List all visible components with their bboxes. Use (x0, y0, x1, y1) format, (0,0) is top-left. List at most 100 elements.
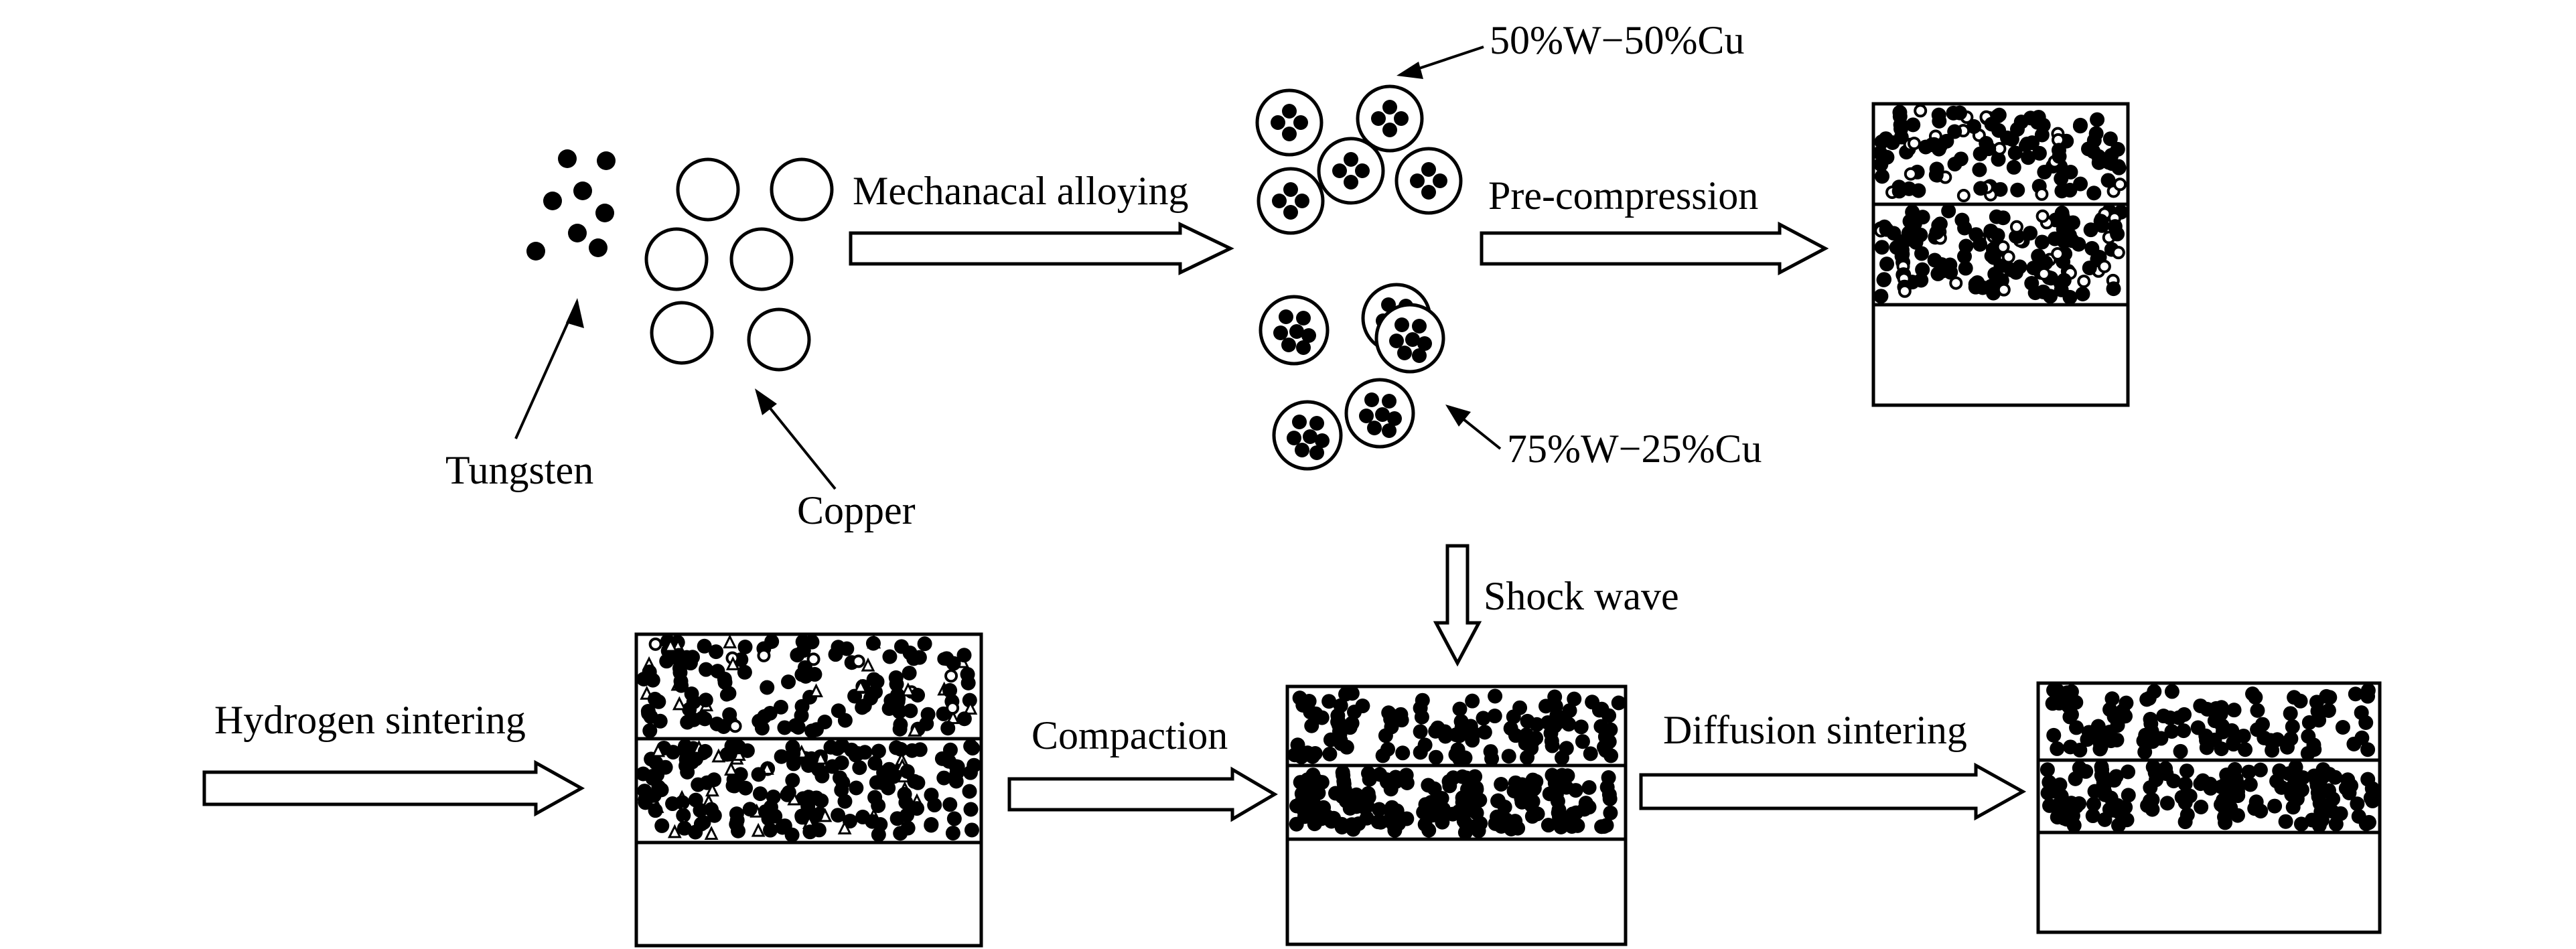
triangle-particle (861, 657, 875, 672)
tungsten-particle (1563, 810, 1578, 826)
tungsten-particle (1435, 814, 1450, 830)
tungsten-particle (1347, 818, 1362, 834)
tungsten-particle (691, 777, 706, 792)
copper-particle (770, 157, 834, 222)
tungsten-particle (1989, 209, 2004, 224)
tungsten-particle (1382, 394, 1397, 409)
tungsten-particle (1273, 325, 1288, 340)
tungsten-particle (1388, 774, 1404, 789)
tungsten-particle (1941, 204, 1956, 219)
tungsten-particle (781, 674, 796, 690)
tungsten-particle (1397, 346, 1412, 360)
tungsten-particle (1911, 183, 1926, 198)
tungsten-particle (757, 709, 772, 724)
tungsten-particle (1309, 416, 1324, 431)
tungsten-particle (865, 636, 881, 651)
tungsten-particle (2106, 281, 2121, 297)
tungsten-particle (589, 238, 607, 257)
powder-50-label: 50%W−50%Cu (1490, 18, 1744, 62)
tungsten-particle (2100, 173, 2116, 188)
tungsten-particle (1445, 806, 1460, 822)
tungsten-particle (2215, 724, 2230, 739)
tungsten-particle (2325, 791, 2341, 806)
tungsten-particle (1465, 693, 1480, 709)
tungsten-particle (897, 787, 912, 802)
tungsten-particle (699, 662, 714, 677)
tungsten-particle (1413, 701, 1428, 716)
copper-particle (1914, 104, 1928, 118)
tungsten-particle (2093, 740, 2108, 755)
tungsten-particle (1303, 429, 1317, 444)
tungsten-particle (2009, 122, 2025, 137)
tungsten-particle (1387, 411, 1402, 426)
tungsten-particle (1347, 705, 1362, 720)
tungsten-particle (1296, 311, 1311, 325)
powder-75-pointer-head (1445, 405, 1471, 427)
tungsten-particle (1525, 733, 1541, 749)
tungsten-particle (1932, 113, 1947, 129)
tungsten-particle (1947, 157, 1962, 172)
tungsten-particle (2248, 690, 2263, 705)
tungsten-particle (2110, 798, 2125, 813)
tungsten-particle (737, 639, 753, 654)
tungsten-particle (1382, 123, 1397, 137)
tungsten-particle (964, 822, 979, 838)
tungsten-particle (1581, 800, 1597, 815)
triangle-particle (908, 722, 922, 737)
tungsten-particle (2360, 772, 2376, 787)
tungsten-particle (780, 787, 795, 802)
tungsten-particle (1359, 409, 1374, 423)
tungsten-particle (2361, 815, 2376, 830)
tungsten-particle (1355, 163, 1370, 178)
tungsten-particle (1545, 738, 1560, 753)
tungsten-particle (1984, 117, 1999, 132)
tungsten-particle (2075, 287, 2090, 302)
tungsten-particle (1583, 746, 1598, 761)
tungsten-particle (2121, 788, 2136, 803)
tungsten-particle (1293, 115, 1308, 130)
tungsten-particle (2301, 729, 2316, 744)
tungsten-particle (1602, 791, 1618, 806)
tungsten-particle (1416, 804, 1431, 820)
tungsten-particle (920, 707, 936, 722)
tungsten-particle (1433, 173, 1447, 188)
triangle-particle (704, 826, 719, 840)
tungsten-particle (2348, 686, 2363, 702)
copper-particle (729, 227, 794, 291)
tungsten-particle (642, 723, 658, 739)
tungsten-particle (2143, 780, 2158, 795)
tungsten-particle (837, 794, 853, 809)
tungsten-particle (2335, 720, 2350, 735)
tungsten-particle (697, 638, 712, 654)
tungsten-particle (1508, 775, 1523, 790)
tungsten-particle (1520, 749, 1535, 765)
tungsten-particle (2267, 798, 2283, 814)
tungsten-particle (2097, 787, 2113, 802)
tungsten-particle (2350, 796, 2365, 812)
copper-label: Copper (797, 488, 916, 532)
tungsten-particle (2108, 769, 2124, 784)
triangle-particle (901, 682, 916, 697)
tungsten-particle (1287, 747, 1303, 763)
tungsten-particle (857, 745, 873, 760)
copper-particle (1898, 284, 1912, 298)
tungsten-particle (1876, 272, 1891, 287)
tungsten-particle (1490, 793, 1506, 808)
tungsten-particle (2283, 706, 2298, 721)
triangle-particle (724, 761, 738, 776)
tungsten-particle (1488, 688, 1503, 704)
tungsten-particle (2037, 164, 2052, 179)
tungsten-particle (2056, 810, 2072, 826)
copper-particle (2111, 246, 2125, 260)
compacted-sample (1285, 684, 1628, 946)
tungsten-particle (686, 695, 701, 710)
tungsten-pointer-head (566, 298, 584, 328)
tungsten-particle (1986, 250, 2001, 265)
tungsten-particle (2007, 145, 2023, 161)
tungsten-particle (1421, 822, 1437, 838)
tungsten-particle (638, 792, 653, 807)
triangle-particle (963, 701, 978, 715)
tungsten-particle (1601, 770, 1616, 786)
tungsten-particle (1477, 725, 1492, 740)
tungsten-particle (1952, 105, 1968, 121)
